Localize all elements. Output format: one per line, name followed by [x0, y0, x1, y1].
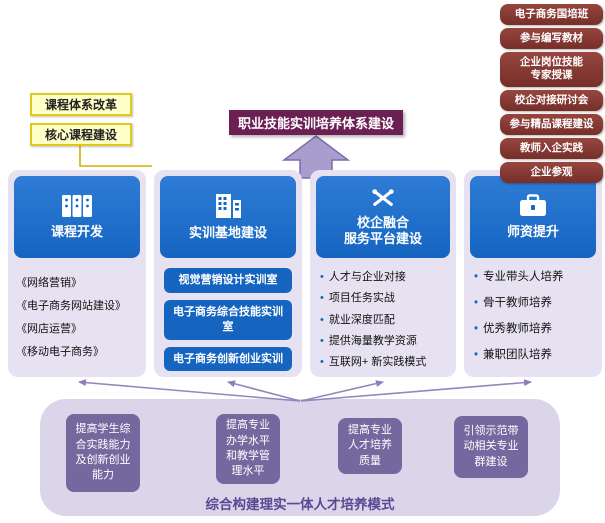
- service-item: 提供海量教学资源: [320, 334, 452, 348]
- pillar-title: 师资提升: [506, 223, 559, 239]
- lab-list: 视觉营销设计实训室 电子商务综合技能实训室 电子商务创新创业实训: [154, 264, 302, 372]
- course-list: 《网络营销》 《电子商务网站建设》 《网店运营》 《移动电子商务》: [8, 264, 146, 364]
- pillar-title: 校企融合 服务平台建设: [343, 214, 422, 246]
- briefcase-icon: [518, 194, 548, 218]
- outcome-box: 提高学生综合实践能力及创新创业能力: [66, 414, 140, 492]
- teacher-item-label: 专业带头人培养: [483, 271, 564, 283]
- service-item: 人才与企业对接: [320, 270, 452, 284]
- building-icon: [213, 193, 243, 219]
- course-item: 《移动电子商务》: [16, 346, 104, 359]
- activity-tag: 参与编写教材: [500, 28, 603, 50]
- course-item: 《网络营销》: [16, 277, 82, 289]
- pillar-training-base: 实训基地建设 视觉营销设计实训室 电子商务综合技能实训室 电子商务创新创业实训: [154, 170, 302, 377]
- service-list: 人才与企业对接 项目任务实战 就业深度匹配 提供海量教学资源 互联网+ 新实践模…: [310, 264, 456, 369]
- main-title: 职业技能实训培养体系建设: [229, 110, 403, 135]
- activity-tag: 企业岗位技能 专家授课: [500, 52, 603, 87]
- teacher-item: 兼职团队培养: [474, 348, 598, 363]
- service-item-label: 互联网+ 新实践模式: [328, 356, 427, 369]
- teacher-list: 专业带头人培养 骨干教师培养 优秀教师培养 兼职团队培养: [464, 264, 602, 363]
- teacher-item-label: 兼职团队培养: [483, 348, 553, 361]
- pillar-faculty-improvement: 师资提升 专业带头人培养 骨干教师培养 优秀教师培养 兼职团队培养: [464, 170, 602, 377]
- teacher-item: 专业带头人培养: [474, 270, 598, 285]
- teacher-item: 骨干教师培养: [474, 296, 598, 311]
- activity-tag-stack: 电子商务国培班 参与编写教材 企业岗位技能 专家授课 校企对接研讨会 参与精品课…: [500, 4, 603, 183]
- callout-curriculum-reform: 课程体系改革: [30, 93, 132, 116]
- teacher-item-label: 优秀教师培养: [483, 322, 553, 335]
- lab-item: 电子商务创新创业实训: [164, 346, 292, 372]
- lab-item: 视觉营销设计实训室: [164, 268, 292, 293]
- crossed-tools-icon: [369, 187, 397, 209]
- pillar-title: 课程开发: [50, 223, 103, 239]
- teacher-item: 优秀教师培养: [474, 322, 598, 337]
- pillar-header: 实训基地建设: [160, 176, 296, 258]
- service-item-label: 人才与企业对接: [328, 271, 406, 283]
- outcome-box: 引领示范带动相关专业群建设: [454, 416, 528, 478]
- pillar-header: 校企融合 服务平台建设: [316, 176, 450, 258]
- activity-tag: 企业参观: [500, 161, 603, 183]
- outcome-container: 提高学生综合实践能力及创新创业能力 提高专业办学水平和教学管理水平 提高专业人才…: [40, 399, 560, 516]
- service-item: 就业深度匹配: [320, 313, 452, 327]
- lab-item: 电子商务综合技能实训室: [164, 299, 292, 340]
- binders-icon: [61, 194, 93, 218]
- outcome-box: 提高专业人才培养质量: [338, 418, 402, 474]
- course-item: 《电子商务网站建设》: [16, 300, 126, 313]
- pillar-header: 师资提升: [470, 176, 596, 258]
- callout-connector-line: [79, 146, 152, 167]
- service-item-label: 提供海量教学资源: [328, 334, 417, 347]
- activity-tag: 电子商务国培班: [500, 4, 603, 26]
- pillar-title: 实训基地建设: [188, 224, 267, 240]
- outcome-title: 综合构建理实一体人才培养模式: [205, 497, 395, 512]
- pillar-enterprise-platform: 校企融合 服务平台建设 人才与企业对接 项目任务实战 就业深度匹配 提供海量教学…: [310, 170, 456, 377]
- activity-tag: 校企对接研讨会: [500, 89, 603, 111]
- pillar-header: 课程开发: [14, 176, 140, 258]
- service-item-label: 项目任务实战: [328, 292, 395, 305]
- callout-core-course-building: 核心课程建设: [30, 123, 132, 146]
- course-item: 《网店运营》: [16, 323, 82, 336]
- pillar-course-development: 课程开发 《网络营销》 《电子商务网站建设》 《网店运营》 《移动电子商务》: [8, 170, 146, 377]
- service-item: 互联网+ 新实践模式: [320, 355, 452, 369]
- activity-tag: 教师入企实践: [500, 137, 603, 159]
- service-item-label: 就业深度匹配: [328, 313, 395, 326]
- activity-tag: 参与精品课程建设: [500, 113, 603, 135]
- teacher-item-label: 骨干教师培养: [483, 296, 553, 309]
- service-item: 项目任务实战: [320, 291, 452, 305]
- outcome-box: 提高专业办学水平和教学管理水平: [216, 414, 280, 484]
